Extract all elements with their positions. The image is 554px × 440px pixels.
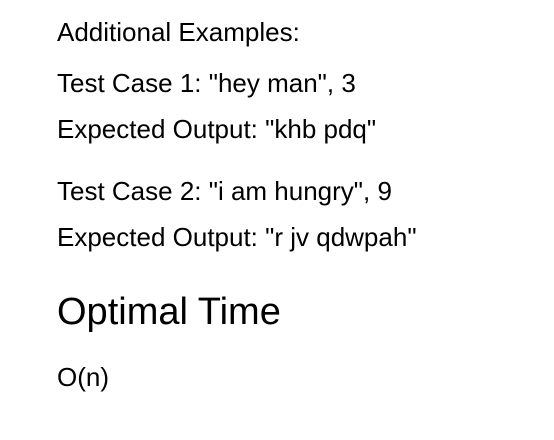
test-case-2-input: Test Case 2: "i am hungry", 9 <box>57 176 392 206</box>
test-case-1-input: Test Case 1: "hey man", 3 <box>57 68 356 98</box>
test-case-2-output: Expected Output: "r jv qdwpah" <box>57 222 417 252</box>
optimal-time-heading: Optimal Time <box>57 291 281 333</box>
test-case-1-output: Expected Output: "khb pdq" <box>57 114 377 144</box>
optimal-time-value: O(n) <box>57 362 109 392</box>
additional-examples-label: Additional Examples: <box>57 17 300 47</box>
